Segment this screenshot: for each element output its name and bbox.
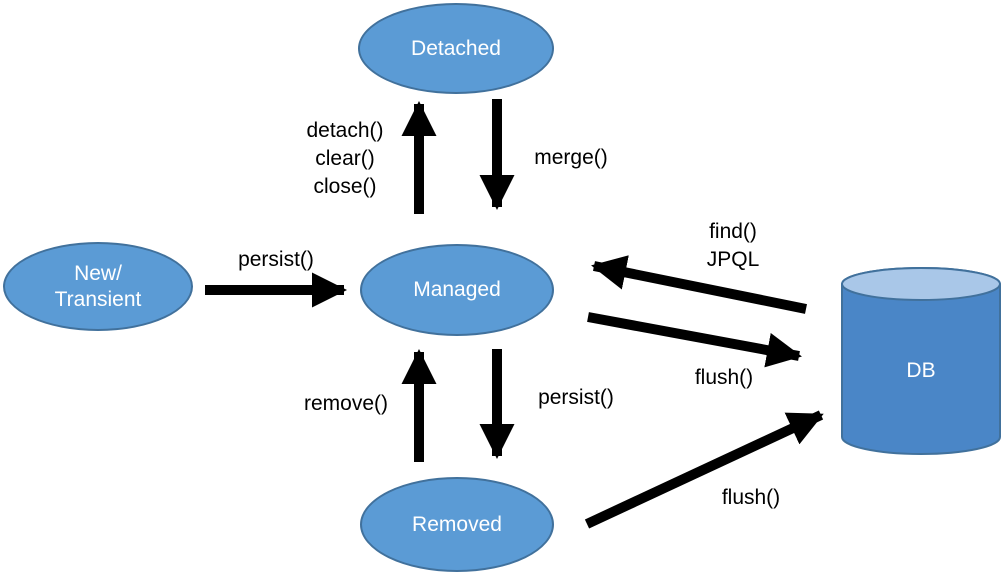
node-new-transient: New/ Transient [3, 242, 193, 331]
node-managed: Managed [360, 244, 554, 336]
edge-label-flush-removed: flush() [721, 486, 781, 509]
db-cylinder-top [841, 267, 1001, 301]
edge-label-find: find() [709, 220, 757, 243]
node-removed: Removed [360, 477, 554, 572]
node-detached-label: Detached [411, 36, 501, 60]
arrow-managed-to-db [587, 312, 802, 368]
edge-label-persist-managed: persist() [538, 386, 614, 409]
edge-label-remove: remove() [303, 392, 389, 415]
edge-label-merge: merge() [534, 146, 608, 169]
edge-label-detach: detach() [306, 119, 384, 142]
edge-label-clear: clear() [315, 147, 375, 170]
arrow-removed-to-db [584, 410, 824, 529]
edge-label-detach-clear-close: detach() clear() close() [306, 117, 383, 201]
edge-label-close: close() [313, 175, 377, 198]
edge-label-jpql: JPQL [706, 248, 760, 271]
arrow-db-to-managed [591, 255, 807, 314]
node-new-transient-label-line2: Transient [54, 287, 142, 311]
node-removed-label: Removed [412, 512, 502, 536]
edge-label-find-jpql: find() JPQL [707, 218, 760, 274]
edge-label-flush-managed: flush() [694, 366, 754, 389]
node-detached: Detached [358, 3, 554, 94]
node-db-label: DB [906, 359, 936, 382]
node-managed-label: Managed [413, 278, 501, 301]
edge-label-persist-new: persist() [238, 248, 314, 271]
node-new-transient-label-line1: New/ [74, 261, 122, 285]
db-cylinder [841, 267, 1001, 455]
